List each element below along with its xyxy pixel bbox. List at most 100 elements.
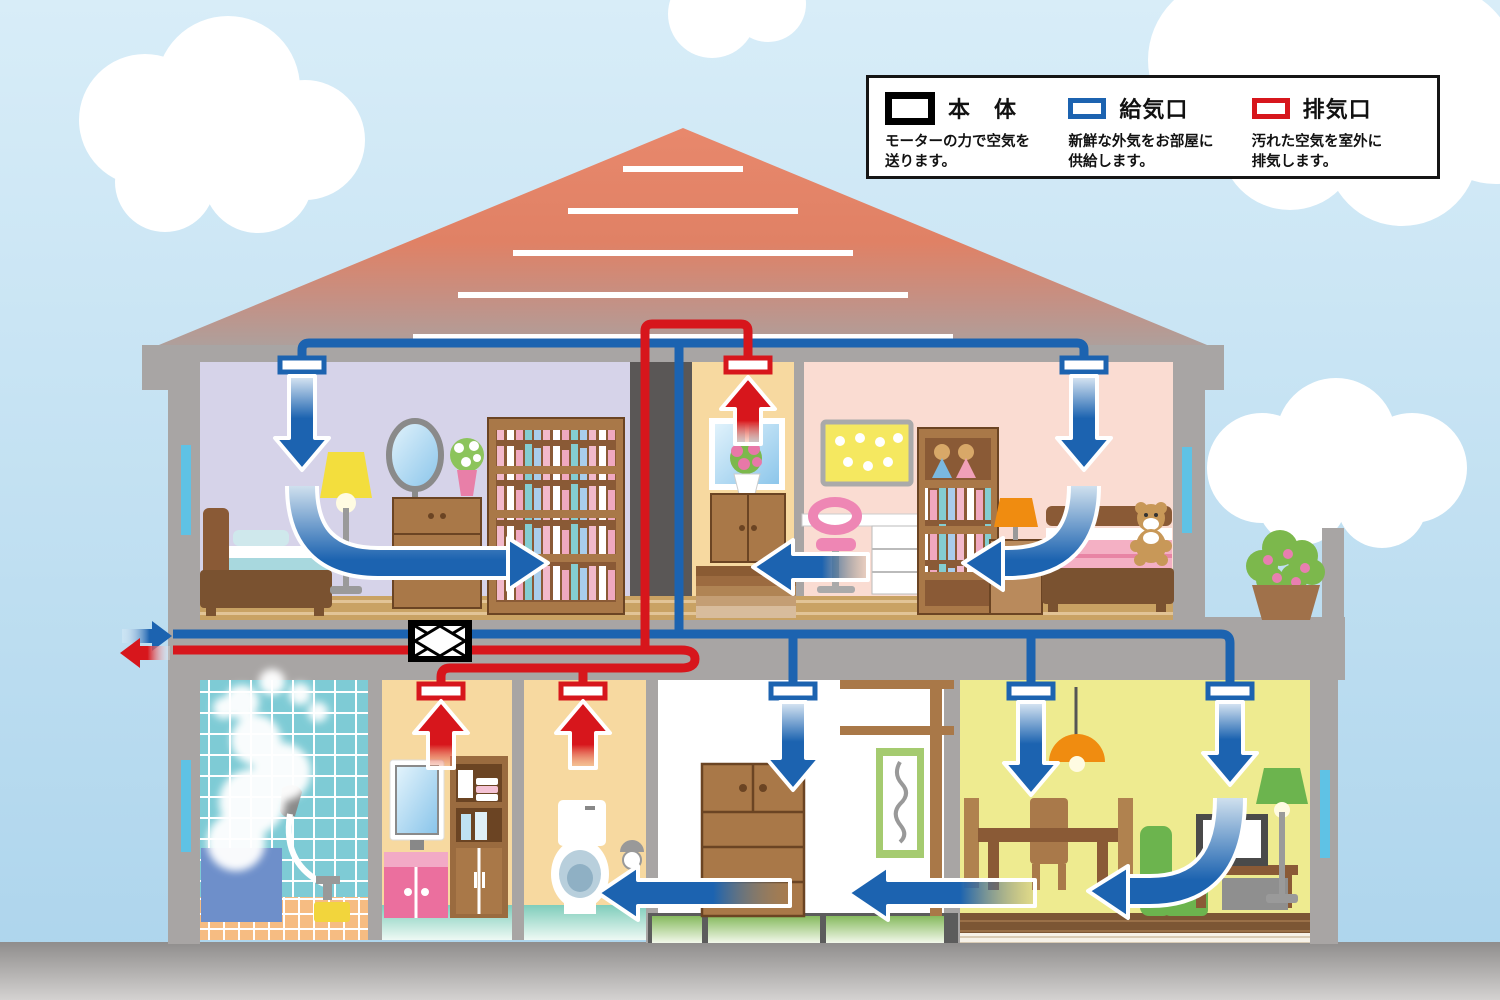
exhaust-pipe-midfloor — [173, 645, 700, 684]
intake-arrow-outside — [122, 621, 172, 651]
exhaust-arrow-toilet-up — [554, 699, 612, 770]
wood-lintel — [840, 680, 954, 689]
ground — [0, 942, 1500, 1000]
legend-label-exhaust: 排気口 — [1302, 97, 1372, 122]
window-right-2f — [1182, 447, 1192, 533]
supply-arrow-kids-down — [1055, 374, 1113, 472]
cloud-top-left — [79, 16, 365, 233]
supply-arrow-living-down — [1201, 700, 1259, 787]
landing-cabinet — [710, 493, 786, 563]
window-left-1f — [181, 760, 191, 852]
tatami-floor — [648, 913, 958, 943]
cloud-right-middle — [1207, 378, 1467, 548]
legend-desc-unit-line1: モーターの力で空気を — [885, 134, 1030, 150]
wall-wash-toilet — [512, 680, 524, 940]
supply-vent-kids-room — [1059, 355, 1109, 375]
exhaust-arrow-washroom-up — [412, 699, 470, 770]
supply-pipes — [173, 338, 1235, 684]
flow-arrow-landing — [751, 538, 870, 596]
supply-vent-dining — [1006, 681, 1056, 701]
exhaust-vent-swatch-icon — [1251, 97, 1290, 119]
toilet — [551, 800, 609, 914]
eave-end-left — [142, 345, 170, 390]
toilet-room-furniture — [551, 800, 644, 914]
supply-arrow-dining-down — [1002, 700, 1060, 797]
bath-stool — [314, 902, 350, 922]
wall-bath-wash — [368, 680, 382, 940]
washroom-furniture — [384, 756, 508, 918]
exhaust-arrow-landing-up — [719, 375, 777, 446]
dining-floor — [960, 913, 1310, 933]
wall-toilet-hall — [646, 680, 658, 943]
flow-arrow-hallway — [846, 864, 1037, 922]
supply-curve-living — [1086, 797, 1247, 920]
supply-vent-swatch-icon — [1068, 97, 1107, 119]
wash-vanity — [384, 852, 448, 918]
supply-curve-bedroom — [285, 485, 550, 592]
ventilation-unit — [408, 620, 472, 662]
legend-item-exhaust: 排気口 汚れた空気を室外に 排気します。 — [1251, 90, 1423, 170]
window-right-1f — [1320, 770, 1330, 858]
flow-arrow-toilet — [596, 864, 792, 922]
vents — [277, 355, 1255, 701]
airflow-arrows — [120, 374, 1259, 922]
hanging-scroll — [876, 748, 924, 858]
exhaust-pipe-riser — [640, 319, 753, 650]
exhaust-vent-landing — [723, 355, 773, 375]
wood-post — [930, 680, 942, 916]
wall-landing-kids — [794, 362, 804, 620]
legend-item-unit: 本 体 モーターの力で空気を 送ります。 — [885, 90, 1056, 170]
legend-desc-exhaust-line2: 排気します。 — [1251, 154, 1338, 170]
legend-desc-supply-line1: 新鮮な外気をお部屋に — [1068, 134, 1214, 150]
balcony-post — [1322, 528, 1344, 620]
corkboard — [820, 419, 914, 487]
potted-plant — [1246, 530, 1325, 620]
wash-cabinet — [450, 756, 508, 918]
supply-curve-kids — [961, 485, 1101, 592]
flower-vase — [450, 438, 484, 496]
legend-box: 本 体 モーターの力で空気を 送ります。 給気口 新鮮な外気をお部屋に 供給しま… — [866, 75, 1440, 179]
outlet-arrow-outside — [120, 638, 170, 668]
legend-item-supply: 給気口 新鮮な外気をお部屋に 供給します。 — [1068, 90, 1239, 170]
legend-desc-exhaust-line1: 汚れた空気を室外に — [1251, 134, 1383, 150]
dining-table — [978, 828, 1118, 890]
window-left-2f — [181, 445, 191, 535]
table-lamp — [994, 498, 1038, 540]
cloud-top-center — [668, 0, 806, 58]
wash-mirror — [389, 759, 445, 850]
supply-pipe-midfloor — [173, 629, 1235, 684]
supply-arrow-hall-down — [764, 700, 822, 792]
bookshelf-kids — [917, 427, 999, 615]
dolls — [932, 444, 976, 478]
window-flowers — [730, 442, 762, 495]
roof-stripes — [413, 166, 953, 340]
supply-arrow-bedroom-down — [273, 374, 331, 472]
living-floor-lamp — [1256, 768, 1308, 903]
supply-vent-living — [1205, 681, 1255, 701]
wall-hall-dining — [944, 680, 960, 943]
dining-foundation — [960, 933, 1310, 943]
exhaust-vent-washroom — [416, 681, 466, 701]
legend-desc-exhaust: 汚れた空気を室外に 排気します。 — [1252, 132, 1423, 172]
legend-desc-supply-line2: 供給します。 — [1068, 154, 1154, 170]
steam-cloud — [207, 669, 328, 871]
supply-pipe-attic — [297, 338, 1089, 358]
landing-furniture — [696, 418, 796, 618]
bathroom-furniture — [201, 669, 350, 922]
legend-desc-unit-line2: 送ります。 — [885, 154, 957, 170]
legend-desc-unit: モーターの力で空気を 送ります。 — [885, 132, 1056, 172]
pipe-network — [173, 319, 1235, 684]
unit-swatch-icon — [885, 91, 935, 125]
supply-vent-hallway — [768, 681, 818, 701]
staircase — [696, 566, 796, 618]
desk — [801, 513, 927, 595]
teddy-bear — [1130, 502, 1172, 566]
legend-label-supply: 給気口 — [1119, 97, 1189, 122]
wood-beam — [840, 726, 954, 735]
pendant-lamp — [1049, 687, 1105, 772]
legend-label-unit: 本 体 — [948, 97, 1018, 122]
supply-vent-bedroom — [277, 355, 327, 375]
exhaust-pipes — [173, 319, 753, 684]
exhaust-vent-toilet — [558, 681, 608, 701]
